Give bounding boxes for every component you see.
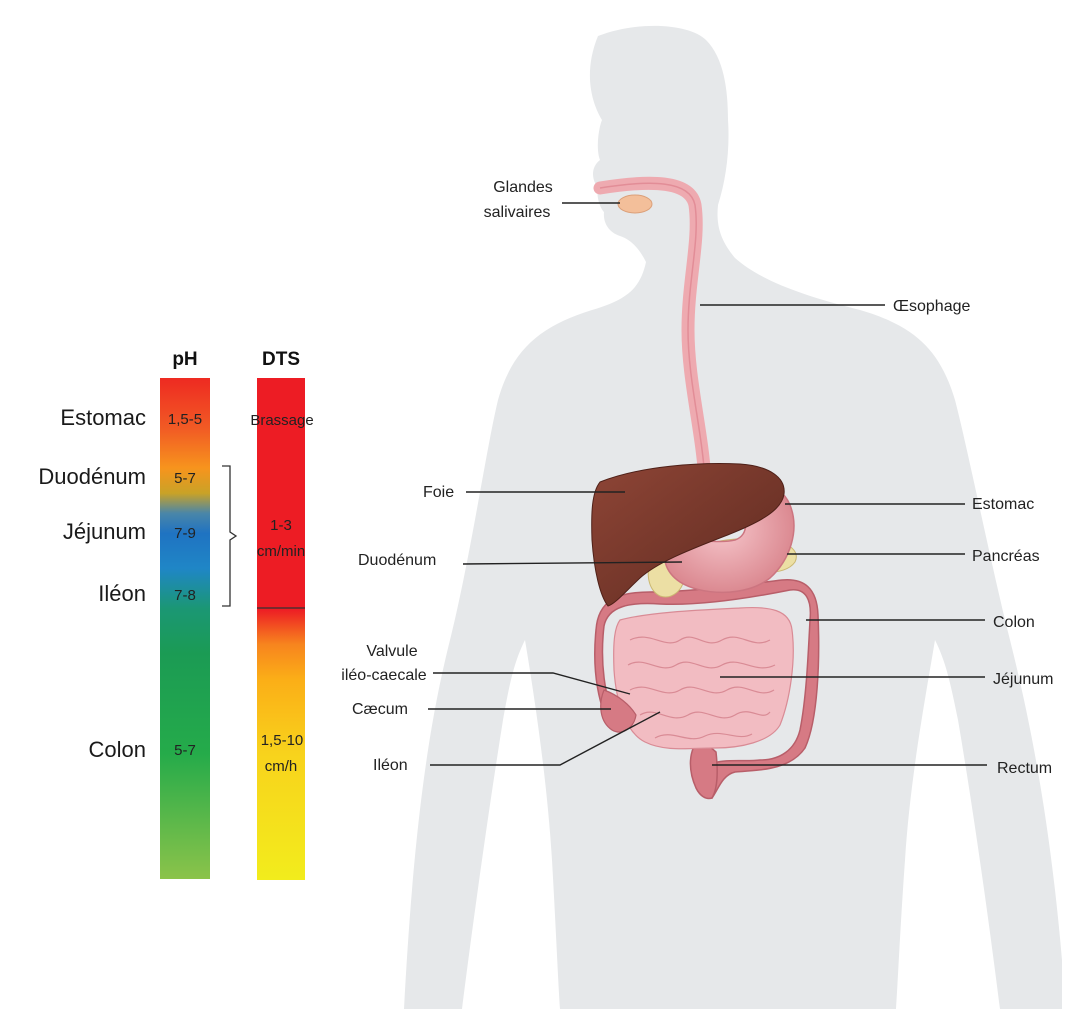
dts-value-colon-line1: 1,5-10 — [261, 732, 304, 749]
salivary-glands — [618, 195, 652, 213]
dts-title: DTS — [262, 349, 300, 370]
label-valvule-line2: iléo-caecale — [341, 667, 426, 684]
label-pancreas: Pancréas — [972, 548, 1040, 565]
dts-bar — [257, 378, 305, 880]
label-estomac: Estomac — [972, 496, 1034, 513]
region-colon: Colon — [89, 737, 146, 762]
label-colon: Colon — [993, 614, 1035, 631]
region-duodenum: Duodénum — [38, 464, 146, 489]
ph-value-estomac: 1,5-5 — [168, 411, 202, 428]
ph-value-colon: 5-7 — [174, 742, 196, 759]
ph-value-ileon: 7-8 — [174, 587, 196, 604]
label-caecum: Cæcum — [352, 701, 408, 718]
label-duodenum: Duodénum — [358, 552, 436, 569]
dts-value-intestin-line1: 1-3 — [270, 517, 292, 534]
region-labels: Estomac Duodénum Jéjunum Iléon Colon — [38, 405, 146, 762]
label-ileon: Iléon — [373, 757, 408, 774]
ph-title: pH — [172, 349, 197, 370]
ph-value-jejunum: 7-9 — [174, 525, 196, 542]
label-rectum: Rectum — [997, 760, 1052, 777]
region-ileon: Iléon — [98, 581, 146, 606]
label-foie: Foie — [423, 484, 454, 501]
label-glandes-line2: salivaires — [484, 204, 551, 221]
ph-value-duodenum: 5-7 — [174, 470, 196, 487]
dts-value-estomac: Brassage — [250, 412, 313, 429]
ph-bar-group: pH 1,5-5 5-7 7-9 7-8 5-7 — [160, 349, 210, 879]
ph-bar — [160, 378, 210, 879]
dts-value-colon-line2: cm/h — [265, 758, 298, 775]
region-estomac: Estomac — [60, 405, 146, 430]
region-jejunum: Jéjunum — [63, 519, 146, 544]
small-intestine-bracket — [222, 466, 236, 606]
dts-value-intestin-line2: cm/min — [257, 543, 305, 560]
label-jejunum: Jéjunum — [993, 671, 1053, 688]
dts-bar-group: DTS Brassage 1-3 cm/min 1,5-10 cm/h — [250, 349, 313, 880]
small-intestine — [614, 608, 794, 749]
label-valvule-line1: Valvule — [366, 643, 417, 660]
label-oesophage: Œsophage — [893, 298, 970, 315]
label-glandes-line1: Glandes — [493, 179, 553, 196]
